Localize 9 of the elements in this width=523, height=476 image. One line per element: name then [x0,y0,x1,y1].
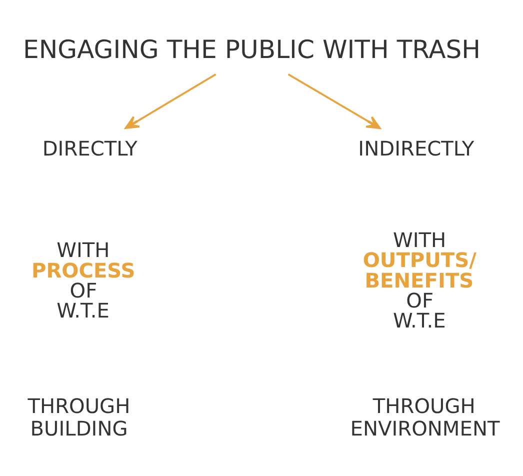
label: WITH OUTPUTS/ BENEFITS OF W.T.E [362,228,476,332]
label: WITH PROCESS OF W.T.E [31,238,136,322]
node-text: DIRECTLY [42,136,138,161]
label: THROUGH ENVIRONMENT [350,394,500,440]
node-text: INDIRECTLY [358,136,474,161]
node-text: ENGAGING THE PUBLIC WITH TRASH [22,34,481,64]
arrow [124,74,216,130]
arrow [288,74,381,130]
label: THROUGH BUILDING [28,394,130,440]
